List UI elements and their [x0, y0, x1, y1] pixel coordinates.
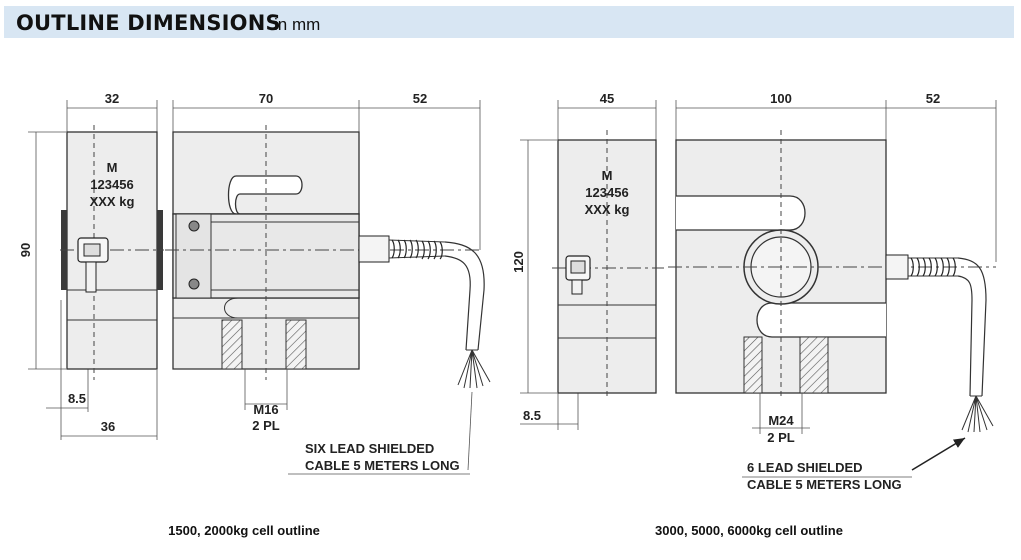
page-title: OUTLINE DIMENSIONS	[16, 11, 281, 35]
small-label-line3: XXX kg	[90, 194, 135, 209]
small-dim-90: 90	[18, 243, 33, 257]
large-cell-drawing: 45 100 52 120 8.5 M 123456 XXX kg M24	[511, 91, 997, 538]
large-dim-120: 120	[511, 251, 526, 273]
small-label-line1: M	[107, 160, 118, 175]
large-cable-arrow-icon	[911, 437, 966, 471]
small-dim-8-5: 8.5	[68, 391, 86, 406]
small-thread-hatch-left	[221, 319, 243, 370]
small-screw-top-icon	[188, 220, 200, 232]
large-thread-line2: 2 PL	[767, 430, 795, 445]
large-label-line1: M	[602, 168, 613, 183]
small-cable-line1: SIX LEAD SHIELDED	[305, 441, 434, 456]
small-screw-bottom-icon	[188, 278, 200, 290]
small-cable-line2: CABLE 5 METERS LONG	[305, 458, 460, 473]
small-cell-drawing: 32 70 52 90 8.5 36 M 123456 XXX kg	[18, 91, 491, 538]
small-dim-70: 70	[259, 91, 273, 106]
small-thread-hatch-right	[285, 319, 307, 370]
small-cable	[358, 235, 491, 471]
large-thread-hatch-right	[799, 336, 829, 394]
large-caption: 3000, 5000, 6000kg cell outline	[655, 523, 843, 538]
small-dim-lines	[28, 100, 481, 440]
large-dim-8-5: 8.5	[523, 408, 541, 423]
large-thread-hatch-left	[743, 336, 763, 394]
header-band: OUTLINE DIMENSIONS in mm	[4, 6, 1014, 38]
large-cable-line2: CABLE 5 METERS LONG	[747, 477, 902, 492]
small-thread-line1: M16	[253, 402, 278, 417]
large-side-connector	[565, 255, 591, 295]
large-thread-line1: M24	[768, 413, 794, 428]
small-dim-52: 52	[413, 91, 427, 106]
small-dim-32: 32	[105, 91, 119, 106]
small-dim-36: 36	[101, 419, 115, 434]
large-label-line2: 123456	[585, 185, 628, 200]
large-cable	[885, 254, 994, 471]
small-caption: 1500, 2000kg cell outline	[168, 523, 320, 538]
small-side-connector	[77, 237, 109, 293]
small-label-line2: 123456	[90, 177, 133, 192]
large-label-line3: XXX kg	[585, 202, 630, 217]
large-dim-45: 45	[600, 91, 614, 106]
large-dim-100: 100	[770, 91, 792, 106]
large-cable-line1: 6 LEAD SHIELDED	[747, 460, 863, 475]
small-thread-line2: 2 PL	[252, 418, 280, 433]
large-dim-52: 52	[926, 91, 940, 106]
unit-label: in mm	[274, 15, 321, 34]
